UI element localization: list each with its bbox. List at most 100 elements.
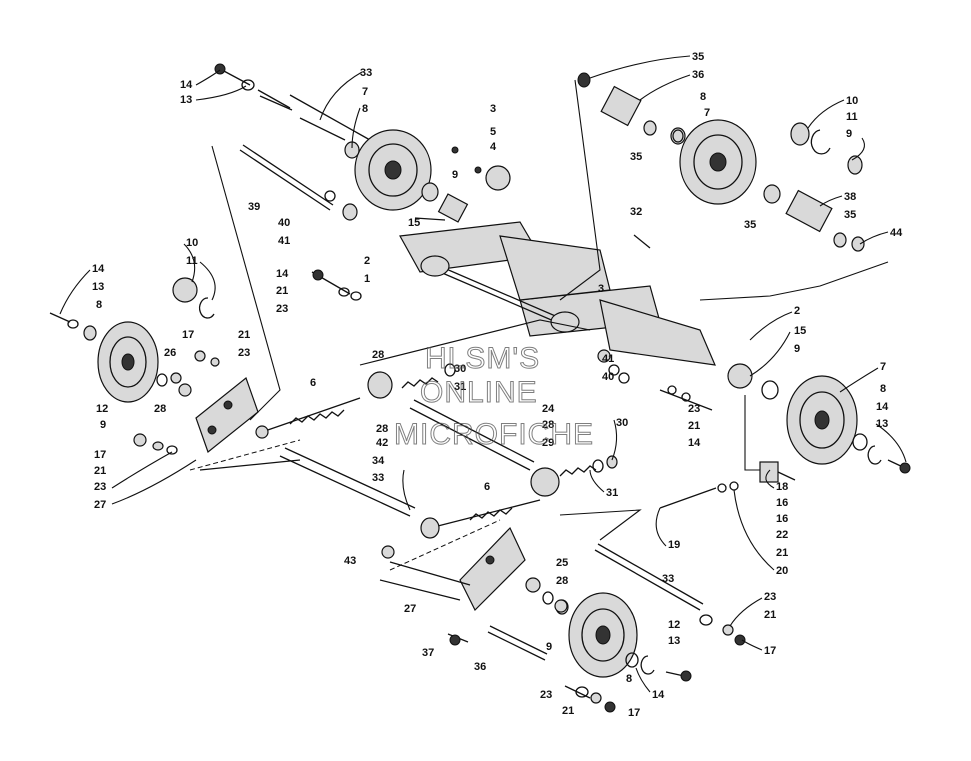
callout-5: 5 <box>490 126 496 138</box>
callout-15: 15 <box>408 217 420 229</box>
callout-16b: 16 <box>776 513 788 525</box>
callout-23b: 23 <box>238 347 250 359</box>
callout-11: 11 <box>846 111 858 123</box>
callout-1: 1 <box>364 273 370 285</box>
leader-lines <box>59 55 907 693</box>
callout-21f: 21 <box>764 609 776 621</box>
callout-10b: 10 <box>186 237 198 249</box>
callout-44: 44 <box>890 227 903 239</box>
callout-33: 33 <box>360 67 372 79</box>
callout-30: 30 <box>454 363 466 375</box>
callout-28c: 28 <box>376 423 388 435</box>
callout-23e: 23 <box>764 591 776 603</box>
callout-26: 26 <box>164 347 176 359</box>
callout-31: 31 <box>454 381 466 393</box>
callout-10: 10 <box>846 95 858 107</box>
callout-16: 16 <box>776 497 788 509</box>
callout-29: 29 <box>542 437 554 449</box>
callout-35d: 35 <box>744 219 756 231</box>
callout-27b: 27 <box>404 603 416 615</box>
callout-8e: 8 <box>626 673 632 685</box>
callout-8b: 8 <box>700 91 706 103</box>
callout-12: 12 <box>96 403 108 415</box>
callout-21: 21 <box>276 285 288 297</box>
callout-9e: 9 <box>546 641 552 653</box>
callout-7: 7 <box>362 86 368 98</box>
callout-22: 22 <box>776 529 788 541</box>
callout-25: 25 <box>556 557 568 569</box>
callout-13c: 13 <box>92 281 104 293</box>
callout-36b: 36 <box>474 661 486 673</box>
callout-28e: 28 <box>556 575 568 587</box>
callout-14b: 14 <box>276 268 289 280</box>
callout-9c: 9 <box>794 343 800 355</box>
callout-17: 17 <box>182 329 194 341</box>
callout-34: 34 <box>372 455 385 467</box>
watermark: HLSM'S ONLINE MICROFICHE <box>394 342 594 452</box>
callout-43: 43 <box>344 555 356 567</box>
watermark-line-1: HLSM'S <box>425 342 540 375</box>
callout-9b: 9 <box>846 128 852 140</box>
callout-28b: 28 <box>372 349 384 361</box>
callout-17d: 17 <box>628 707 640 719</box>
wheel-bottom <box>555 592 638 678</box>
callout-23c: 23 <box>94 481 106 493</box>
callout-20: 20 <box>776 565 788 577</box>
callout-9d: 9 <box>100 419 106 431</box>
callout-32: 32 <box>630 206 642 218</box>
callout-14f: 14 <box>652 689 665 701</box>
callout-42: 42 <box>376 437 388 449</box>
callout-28: 28 <box>154 403 166 415</box>
callout-13b: 13 <box>876 418 888 430</box>
callout-23d: 23 <box>688 403 700 415</box>
watermark-line-2: ONLINE <box>420 376 538 409</box>
callout-31b: 31 <box>606 487 618 499</box>
callout-12b: 12 <box>668 619 680 631</box>
callout-36: 36 <box>692 69 704 81</box>
reference-lines <box>189 79 889 571</box>
callout-37: 37 <box>422 647 434 659</box>
wheel-top-left <box>344 129 432 211</box>
callout-8c: 8 <box>880 383 886 395</box>
callout-8: 8 <box>362 103 368 115</box>
wheel-left <box>83 321 159 403</box>
callout-21c: 21 <box>94 465 106 477</box>
callout-27: 27 <box>94 499 106 511</box>
callout-17b: 17 <box>94 449 106 461</box>
callout-33b: 33 <box>372 472 384 484</box>
callout-40: 40 <box>278 217 290 229</box>
callout-19: 19 <box>668 539 680 551</box>
wheel-right <box>786 375 858 465</box>
callout-13: 13 <box>180 94 192 106</box>
callout-39: 39 <box>248 201 260 213</box>
hardware-items <box>49 63 911 713</box>
callout-11b: 11 <box>186 255 198 267</box>
callout-21e: 21 <box>776 547 788 559</box>
callout-40b: 40 <box>602 371 614 383</box>
callout-41b: 41 <box>602 353 614 365</box>
callout-2b: 2 <box>794 305 800 317</box>
callout-17c: 17 <box>764 645 776 657</box>
callout-21g: 21 <box>562 705 574 717</box>
callout-6b: 6 <box>484 481 490 493</box>
callout-23: 23 <box>276 303 288 315</box>
watermark-line-3: MICROFICHE <box>394 418 594 451</box>
callout-30b: 30 <box>616 417 628 429</box>
callout-7c: 7 <box>880 361 886 373</box>
callout-38: 38 <box>844 191 856 203</box>
callout-14c: 14 <box>876 401 889 413</box>
callout-18: 18 <box>776 481 788 493</box>
callout-2: 2 <box>364 255 370 267</box>
callout-15b: 15 <box>794 325 806 337</box>
callout-labels: 14 13 33 7 8 39 40 41 3 5 4 9 15 2 1 14 … <box>92 51 903 719</box>
callout-35c: 35 <box>844 209 856 221</box>
callout-3b: 3 <box>598 283 604 295</box>
callout-23f: 23 <box>540 689 552 701</box>
callout-4: 4 <box>490 141 497 153</box>
callout-13d: 13 <box>668 635 680 647</box>
wheel-top-right <box>670 119 757 205</box>
callout-24: 24 <box>542 403 555 415</box>
callout-7b: 7 <box>704 107 710 119</box>
